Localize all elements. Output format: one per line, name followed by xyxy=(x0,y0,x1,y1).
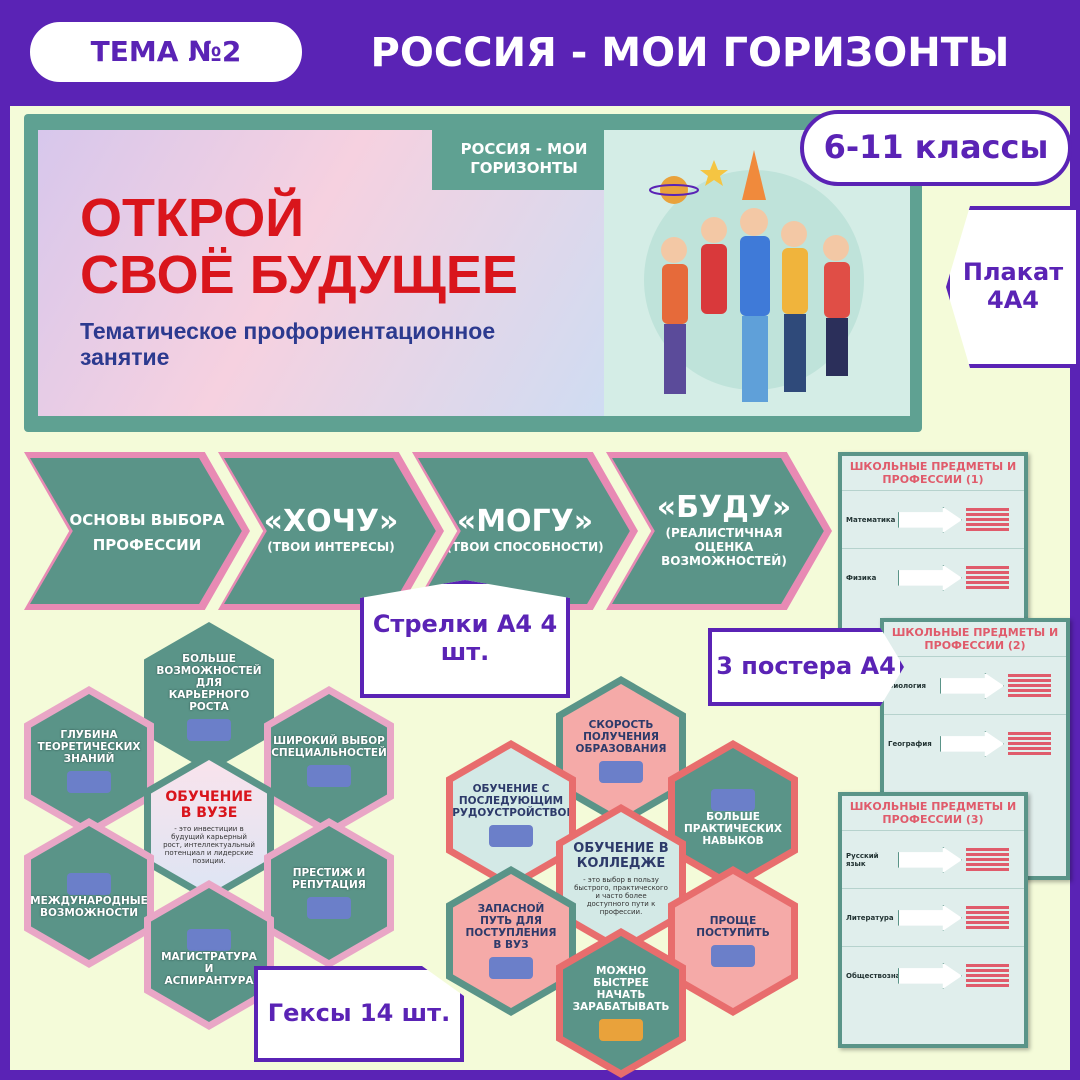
banner-tag: РОССИЯ - МОИ ГОРИЗОНТЫ xyxy=(432,128,616,190)
arrow-card-will: «БУДУ» (РЕАЛИСТИЧНАЯ ОЦЕНКА ВОЗМОЖНОСТЕЙ… xyxy=(606,452,832,610)
profession-list xyxy=(1008,674,1062,698)
arrow-right-icon xyxy=(898,506,962,533)
arrow-card-will-title: «БУДУ» xyxy=(656,490,792,526)
poster-callout: Плакат 4А4 xyxy=(946,206,1080,368)
alarm-clock-icon xyxy=(711,945,755,968)
profession-list xyxy=(966,566,1020,590)
profession-list xyxy=(966,964,1020,988)
arrow-right-icon xyxy=(898,962,962,989)
books-icon xyxy=(489,957,533,980)
topic-badge: ТЕМА №2 xyxy=(30,22,302,82)
poster-subject: География xyxy=(888,739,932,748)
poster-title: ШКОЛЬНЫЕ ПРЕДМЕТЫ И ПРОФЕССИИ (2) xyxy=(891,626,1059,653)
chart-icon xyxy=(307,897,351,920)
poster-row: Математика xyxy=(842,490,1024,548)
banner-illustration xyxy=(604,130,910,416)
ruble-coin-icon xyxy=(599,1019,643,1042)
poster-subject: Биология xyxy=(888,681,927,690)
arrow-right-icon xyxy=(940,672,1004,699)
banner-headline-line2: СВОЁ БУДУЩЕЕ xyxy=(80,244,518,305)
arrow-right-icon xyxy=(940,730,1004,757)
grade-badge: 6-11 классы xyxy=(800,110,1072,186)
profession-list xyxy=(966,848,1020,872)
profession-list xyxy=(966,508,1020,532)
graduation-cap-icon xyxy=(67,771,111,794)
books-clock-icon xyxy=(599,761,643,784)
hex-center-note: - это инвестиции в будущий карьерный рос… xyxy=(163,824,255,866)
banner-headline-line1: ОТКРОЙ xyxy=(80,188,305,248)
poster-title: ШКОЛЬНЫЕ ПРЕДМЕТЫ И ПРОФЕССИИ (1) xyxy=(849,460,1017,487)
hexes-callout: Гексы 14 шт. xyxy=(254,966,464,1062)
arrow-right-icon xyxy=(898,564,962,591)
hex-speed: СКОРОСТЬ ПОЛУЧЕНИЯ ОБРАЗОВАНИЯ xyxy=(556,676,686,826)
arrow-card-want-title: «ХОЧУ» xyxy=(263,504,399,540)
profession-list xyxy=(966,906,1020,930)
hex-theory-depth: ГЛУБИНА ТЕОРЕТИЧЕСКИХ ЗНАНИЙ xyxy=(24,686,154,836)
posters-callout: 3 постера А4 xyxy=(708,628,904,706)
poster-row: Обществознание xyxy=(842,946,1024,1004)
stairs-icon xyxy=(187,719,231,742)
worker-icon xyxy=(711,788,755,811)
banner-headline: ОТКРОЙ СВОЁ БУДУЩЕЕ xyxy=(80,190,600,303)
graduates-icon xyxy=(187,928,231,951)
subjects-poster-3: ШКОЛЬНЫЕ ПРЕДМЕТЫ И ПРОФЕССИИ (3) Русски… xyxy=(838,792,1028,1048)
page-title: РОССИЯ - МОИ ГОРИЗОНТЫ xyxy=(370,30,1010,76)
poster-subject: Математика xyxy=(846,515,896,524)
poster-row: Биология xyxy=(884,656,1066,714)
plane-icon xyxy=(67,872,111,895)
arrow-right-icon xyxy=(898,846,962,873)
arrows-callout: Стрелки А4 4 шт. xyxy=(360,580,570,698)
celebrating-people-illustration xyxy=(644,150,864,402)
poster-row: Физика xyxy=(842,548,1024,606)
poster-row: Литература xyxy=(842,888,1024,946)
hex-earn-faster: МОЖНО БЫСТРЕЕ НАЧАТЬ ЗАРАБАТЫВАТЬ xyxy=(556,928,686,1078)
hex-career-growth: БОЛЬШЕ ВОЗМОЖНОСТЕЙ ДЛЯ КАРЬЕРНОГО РОСТА xyxy=(144,622,274,772)
contract-icon xyxy=(489,825,533,848)
hex-university-center: ОБУЧЕНИЕ В ВУЗЕ- это инвестиции в будущи… xyxy=(144,752,274,902)
poster-row: Русский язык xyxy=(842,830,1024,888)
people-icon xyxy=(307,765,351,788)
poster-subject: Физика xyxy=(846,573,877,582)
hex-masters: МАГИСТРАТУРА И АСПИРАНТУРА xyxy=(144,880,274,1030)
poster-title: ШКОЛЬНЫЕ ПРЕДМЕТЫ И ПРОФЕССИИ (3) xyxy=(849,800,1017,827)
hex-international: МЕЖДУНАРОДНЫЕ ВОЗМОЖНОСТИ xyxy=(24,818,154,968)
hex-practical: БОЛЬШЕ ПРАКТИЧЕСКИХ НАВЫКОВ xyxy=(668,740,798,890)
profession-list xyxy=(1008,732,1062,756)
poster-subject: Русский язык xyxy=(846,851,879,868)
arrow-card-will-label: (РЕАЛИСТИЧНАЯ ОЦЕНКА ВОЗМОЖНОСТЕЙ) xyxy=(661,526,787,568)
banner-subtitle: Тематическое профориентационное занятие xyxy=(80,318,496,371)
arrow-card-basics-label: ОСНОВЫ ВЫБОРА ПРОФЕССИИ xyxy=(69,510,225,555)
poster-subject: Обществознание xyxy=(846,971,915,980)
arrow-right-icon xyxy=(898,904,962,931)
arrow-card-can-label: (ТВОИ СПОСОБНОСТИ) xyxy=(446,540,604,555)
hex-center-note: - это выбор в пользу быстрого, практичес… xyxy=(574,875,668,916)
hex-center-title: ОБУЧЕНИЕ В ВУЗЕ xyxy=(165,788,253,821)
poster-subject: Литература xyxy=(846,913,894,922)
poster-row: География xyxy=(884,714,1066,772)
arrow-card-want-label: (ТВОИ ИНТЕРЕСЫ) xyxy=(267,540,395,555)
hex-center-title: ОБУЧЕНИЕ В КОЛЛЕДЖЕ xyxy=(573,840,669,871)
arrow-card-can-title: «МОГУ» xyxy=(456,504,594,540)
hex-easier-entry: ПРОЩЕ ПОСТУПИТЬ xyxy=(668,866,798,1016)
